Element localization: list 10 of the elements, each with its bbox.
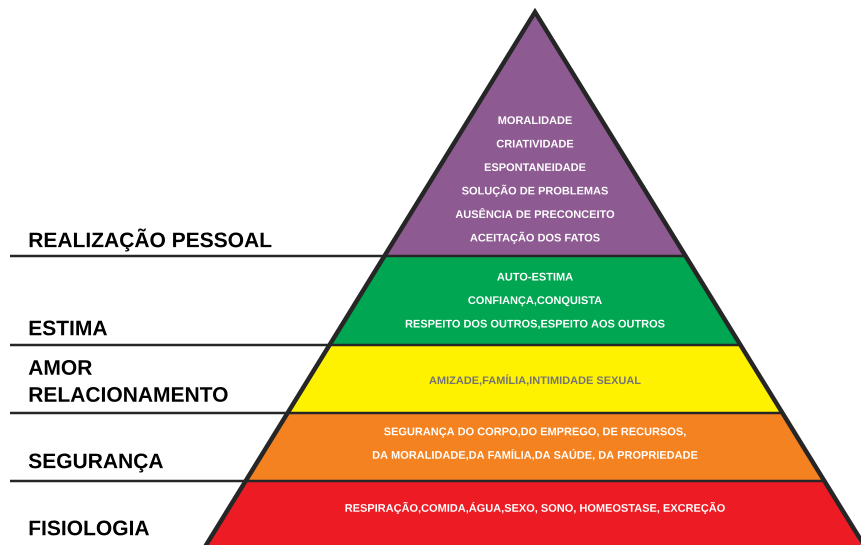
level-label: ESTIMA [30, 320, 107, 336]
level-label: AMOR RELACIONAMENTO [28, 360, 228, 402]
pyramid-level: RESPIRAÇÃO,COMIDA,ÁGUA,SEXO, SONO, HOMEOSTASE, EXCREÇÃO [206, 480, 861, 545]
level-label: REALIZAÇÃO PESSOAL [30, 228, 272, 252]
level-label: FISIOLOGIA [30, 520, 150, 536]
level-label: SEGURANÇA [28, 453, 163, 472]
pyramid-level: AMIZADE,FAMÍLIA,INTIMIDADE SEXUAL [288, 344, 782, 413]
pyramid-level: SEGURANÇA DO CORPO,DO EMPREGO, DE RECURSOS, DA MORALIDADE,DA FAMÍLIA,DA SAÚDE, DA PROPRIEDADE [246, 412, 824, 481]
pyramid-level: AUTO-ESTIMA CONFIANÇA,CONQUISTA RESPEITO DOS OUTROS,ESPEITO AOS OUTROS [330, 256, 740, 345]
pyramid-level: MORALIDADE CRIATIVIDADE ESPONTANEIDADE SOLUÇÃO DE PROBLEMAS AUSÊNCIA DE PRECONCEITO ACEITAÇÃO DOS FATOS [384, 12, 686, 256]
